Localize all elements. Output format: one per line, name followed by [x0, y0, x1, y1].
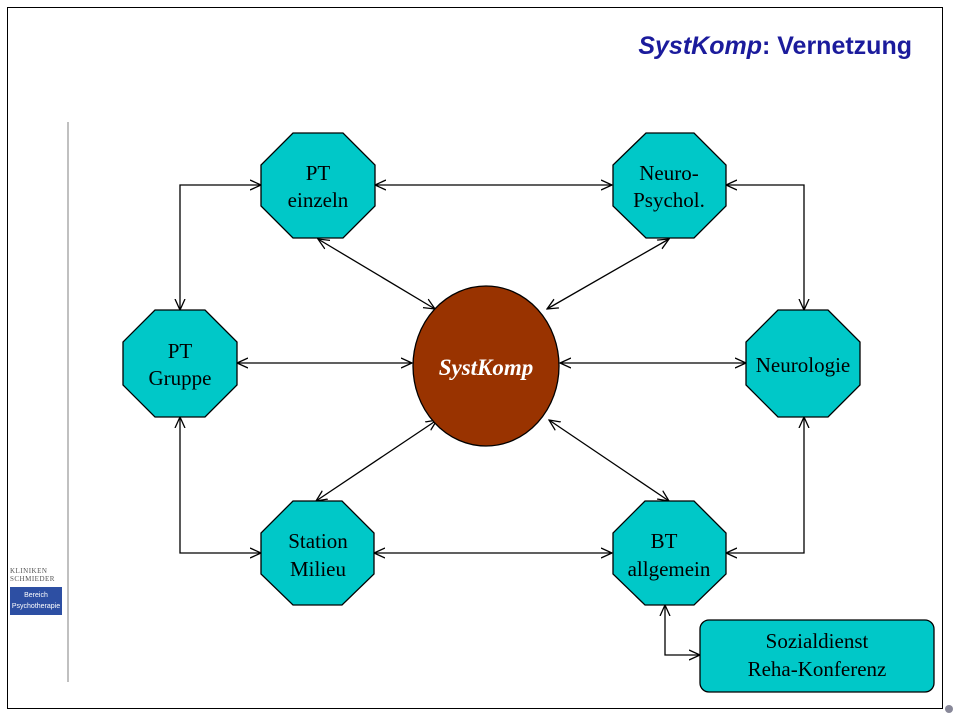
corner-icon: [945, 705, 953, 713]
link-neurologie-bt: [726, 417, 804, 553]
link-neuro-neurologie: [726, 185, 804, 310]
title-italic: SystKomp: [638, 32, 762, 60]
label-sozialdienst-2: Reha-Konferenz: [748, 657, 887, 681]
logo-box-line2: Psychotherapie: [11, 603, 61, 610]
center-label: SystKomp: [439, 355, 534, 380]
node-sozialdienst: [699, 619, 935, 693]
link-bt-center: [549, 420, 669, 501]
center-node: [412, 285, 560, 447]
link-einzeln-gruppe: [180, 185, 261, 310]
label-pt-einzeln-2: einzeln: [288, 188, 349, 212]
label-neuro-psychol-1: Neuro-: [639, 161, 698, 185]
node-neurologie: [745, 309, 861, 418]
node-pt-gruppe: [122, 309, 238, 418]
node-station-milieu: [260, 500, 375, 606]
logo-box-line1: Bereich: [24, 592, 48, 599]
link-gruppe-station: [180, 417, 261, 553]
label-neurologie: Neurologie: [756, 353, 850, 377]
label-sozialdienst-1: Sozialdienst: [766, 629, 869, 653]
link-bt-sozialdienst: [665, 605, 700, 655]
node-pt-einzeln: [260, 132, 376, 239]
logo-box: Bereich Psychotherapie: [10, 587, 62, 615]
logo-line2: SCHMIEDER: [10, 575, 55, 583]
label-station-milieu-1: Station: [288, 529, 348, 553]
label-pt-einzeln-1: PT: [306, 161, 331, 185]
label-bt-allgemein-1: BT: [651, 529, 678, 553]
link-neuro-center: [547, 239, 669, 309]
link-einzeln-center: [318, 239, 435, 309]
left-divider: [67, 122, 69, 682]
label-pt-gruppe-1: PT: [168, 339, 193, 363]
label-station-milieu-2: Milieu: [290, 557, 346, 581]
link-station-center: [316, 420, 437, 501]
node-bt-allgemein: [612, 500, 727, 606]
label-neuro-psychol-2: Psychol.: [633, 188, 705, 212]
label-bt-allgemein-2: allgemein: [628, 557, 711, 581]
logo: KLINIKEN SCHMIEDER Bereich Psychotherapi…: [10, 567, 62, 615]
logo-line1: KLINIKEN: [10, 567, 48, 575]
title-rest: : Vernetzung: [761, 32, 912, 60]
page-title: SystKomp: Vernetzung: [638, 32, 912, 61]
label-pt-gruppe-2: Gruppe: [149, 366, 212, 390]
node-neuro-psychol: [612, 132, 727, 239]
